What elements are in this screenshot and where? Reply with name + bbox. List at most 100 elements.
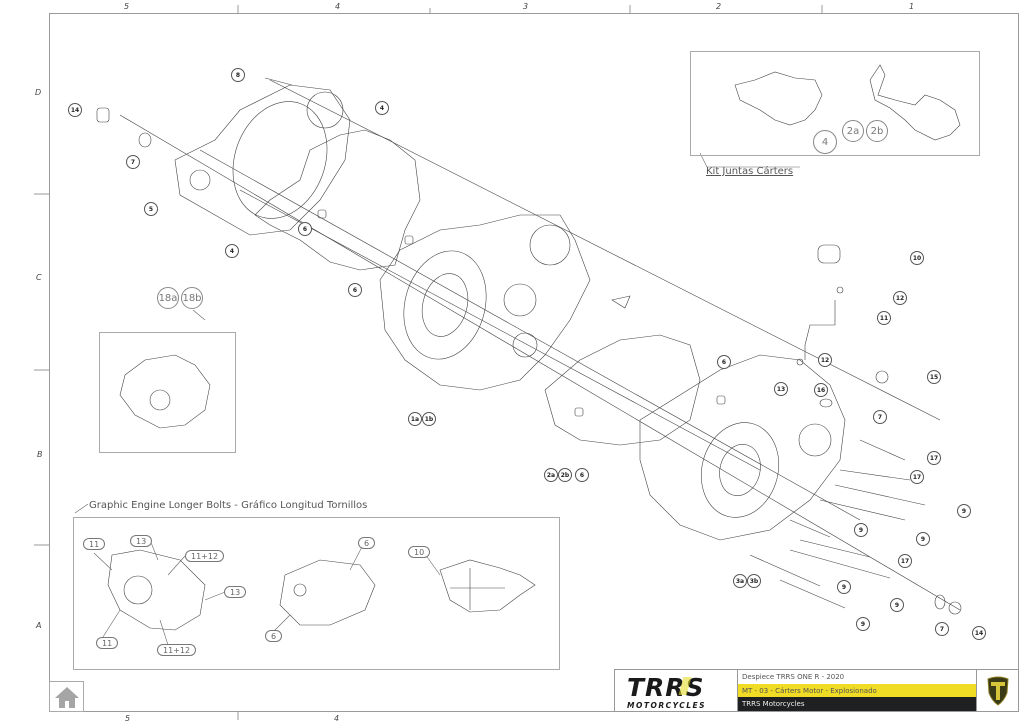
trrs-logo-sub: MOTORCYCLES — [627, 701, 707, 710]
callout-17: 17 — [927, 451, 941, 465]
reservoir — [817, 244, 841, 264]
clutch-cover-bowl — [232, 101, 328, 219]
zone-col-3-top: 3 — [523, 2, 529, 11]
axis-line — [119, 114, 961, 611]
axis-line — [239, 189, 761, 471]
hose — [804, 300, 836, 360]
washer-7 — [819, 398, 833, 408]
callout-13: 13 — [774, 382, 788, 396]
callout-6c: 6 — [575, 468, 589, 482]
dowel-6d — [716, 395, 726, 405]
bolt-callout-6: 6 — [358, 537, 376, 549]
callout-12b: 12 — [818, 353, 832, 367]
zone-row-b: B — [37, 450, 43, 459]
kit-gasket-4 — [734, 71, 823, 126]
washer-7a — [138, 132, 152, 148]
callout-9b: 9 — [916, 532, 930, 546]
callout-6a: 6 — [298, 222, 312, 236]
bolt-callout-11: 11 — [83, 538, 106, 550]
bolt-view-2 — [279, 559, 376, 626]
callout-6b: 6 — [348, 283, 362, 297]
drawing-frame — [49, 13, 1019, 712]
right-crankcase — [639, 354, 846, 541]
trrs-shield-logo — [977, 670, 1018, 711]
plug-14b — [948, 601, 962, 615]
bolts-panel — [73, 517, 560, 670]
callout-14b: 14 — [972, 626, 986, 640]
title-line-3: TRRS Motorcycles — [738, 697, 976, 712]
bolt-callout-6b: 6 — [265, 630, 283, 642]
callout-2a: 2a — [544, 468, 558, 482]
callout-18a: 18a — [157, 287, 179, 309]
title-line-1: Despiece TRRS ONE R - 2020 — [738, 670, 976, 684]
trrs-logo: TRRS MOTORCYCLES — [615, 670, 738, 711]
bolt-view-1 — [107, 549, 206, 631]
kit-callout-2b: 2b — [866, 120, 888, 142]
shield-icon — [986, 676, 1009, 706]
callout-3b: 3b — [747, 574, 761, 588]
callout-4: 4 — [375, 101, 389, 115]
bolt-callout-13: 13 — [130, 535, 153, 547]
callout-17c: 17 — [898, 554, 912, 568]
gasket-4 — [254, 129, 421, 271]
zone-col-4-top: 4 — [335, 2, 341, 11]
home-icon — [54, 686, 79, 708]
callout-9e: 9 — [890, 598, 904, 612]
left-crankcase — [379, 214, 591, 391]
callout-6d: 6 — [717, 355, 731, 369]
plug-15 — [875, 370, 889, 384]
zone-col-5-top: 5 — [124, 2, 130, 11]
zone-row-d: D — [35, 88, 42, 97]
callout-7: 7 — [126, 155, 140, 169]
callout-1a: 1a — [408, 412, 422, 426]
assembly-panel — [99, 332, 236, 453]
callout-16: 16 — [814, 383, 828, 397]
callout-2b: 2b — [558, 468, 572, 482]
callout-9f: 9 — [856, 617, 870, 631]
kit-title-leader — [699, 152, 800, 168]
callout-9d: 9 — [837, 580, 851, 594]
dowel-6b — [404, 235, 414, 245]
crankcase-bore — [403, 250, 487, 360]
zone-col-1-top: 1 — [909, 2, 915, 11]
gasket-shim — [611, 295, 631, 309]
crankshaft-seat — [700, 422, 780, 518]
bolt-callout-11-12: 11+12 — [185, 550, 225, 562]
title-line-2: MT - 03 - Cárters Motor - Explosionado — [738, 683, 976, 698]
bolts-title-leader — [74, 503, 89, 514]
zone-col-5-bottom: 5 — [125, 714, 131, 723]
washer-7b — [934, 594, 946, 610]
bolt-view-3 — [439, 559, 536, 613]
zone-col-4-bottom: 4 — [334, 714, 340, 723]
plug-14 — [96, 107, 110, 123]
callout-5: 5 — [144, 202, 158, 216]
kit-juntas-title: Kit Juntas Cárters — [706, 166, 794, 177]
bolt-callout-10: 10 — [408, 546, 431, 558]
callout-15: 15 — [927, 370, 941, 384]
callout-1b: 1b — [422, 412, 436, 426]
callout-7b: 7 — [873, 410, 887, 424]
callout-11: 11 — [877, 311, 891, 325]
dowel-6a — [317, 209, 327, 219]
zone-col-2-top: 2 — [716, 2, 722, 11]
bolts-panel-title: Graphic Engine Longer Bolts - Gráfico Lo… — [89, 500, 368, 511]
kit-juntas-panel — [690, 51, 980, 156]
bolt-callout-13b: 13 — [224, 586, 247, 598]
ignition-hub — [306, 91, 344, 129]
water-pump-outlet — [189, 169, 211, 191]
callout-8: 8 — [231, 68, 245, 82]
axis-line — [199, 149, 861, 521]
callout-18b: 18b — [181, 287, 203, 309]
title-block: TRRS MOTORCYCLES Despiece TRRS ONE R - 2… — [614, 669, 1019, 712]
bolt-callout-11b: 11 — [96, 637, 119, 649]
home-button[interactable] — [49, 681, 84, 712]
callout-7c: 7 — [935, 622, 949, 636]
bolt-callout-11-12b: 11+12 — [157, 644, 197, 656]
trrs-logo-main: TRRS — [627, 673, 705, 702]
callout-12: 12 — [893, 291, 907, 305]
callout-9a: 9 — [957, 504, 971, 518]
callout-3a: 3a — [733, 574, 747, 588]
zone-row-a: A — [36, 621, 42, 630]
callout-4b: 4 — [225, 244, 239, 258]
callout-14: 14 — [68, 103, 82, 117]
